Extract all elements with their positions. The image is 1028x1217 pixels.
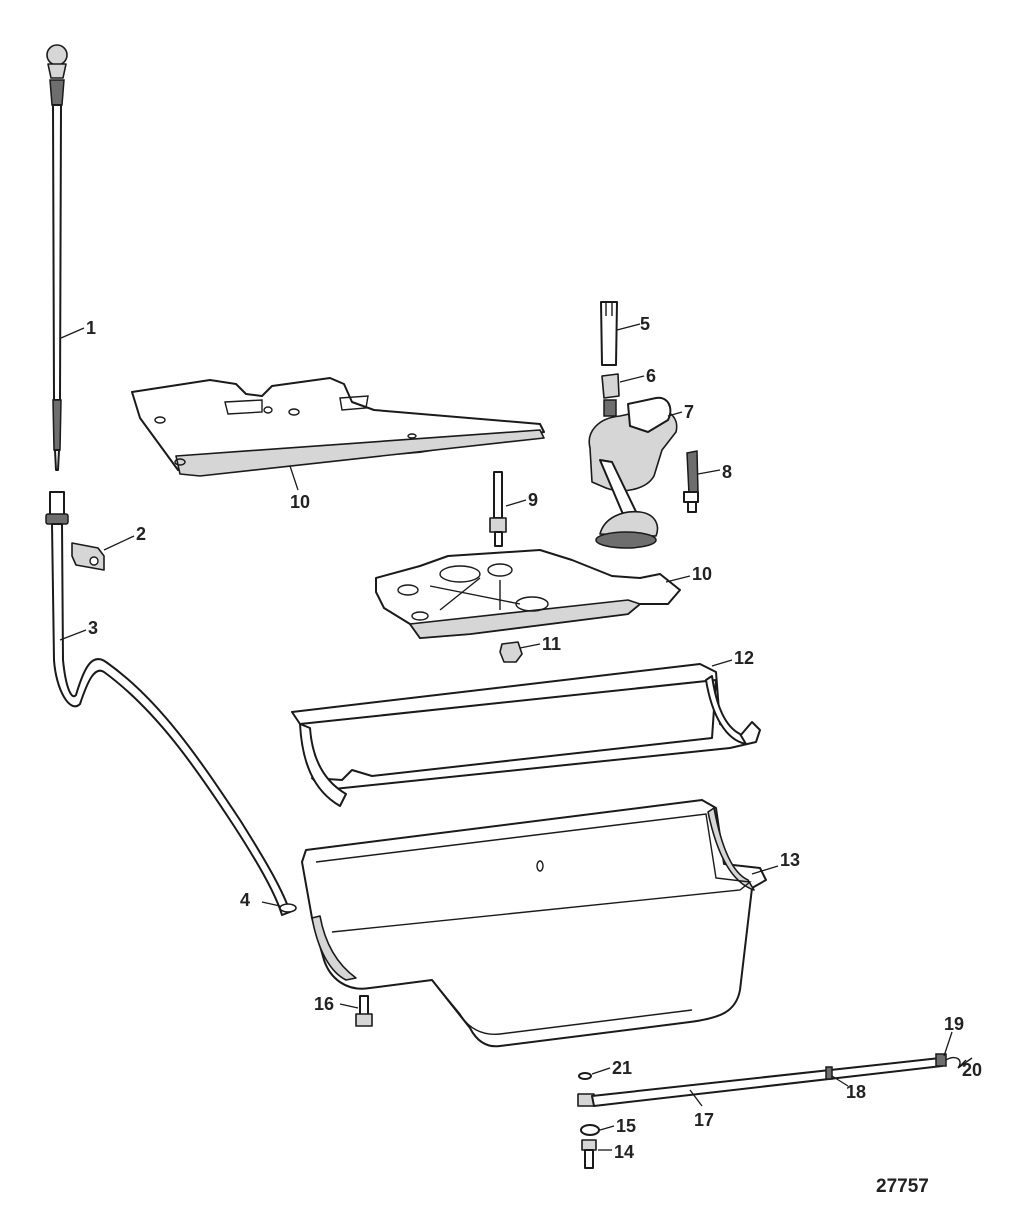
callout-15: 15 xyxy=(616,1116,636,1136)
part-9-bolt xyxy=(489,471,527,547)
callout-16: 16 xyxy=(314,994,334,1014)
part-10-baffle-lower xyxy=(375,549,691,639)
callout-6: 6 xyxy=(646,366,656,386)
callout-14: 14 xyxy=(614,1142,634,1162)
callout-11: 11 xyxy=(542,634,561,654)
part-5-pump-shaft xyxy=(600,301,641,366)
callout-5: 5 xyxy=(640,314,650,334)
callout-8: 8 xyxy=(722,462,732,482)
callout-4: 4 xyxy=(240,890,250,910)
callout-18: 18 xyxy=(846,1082,866,1102)
callout-12: 12 xyxy=(734,648,754,668)
callout-9: 9 xyxy=(528,490,538,510)
part-11-nut xyxy=(499,641,541,663)
part-16-drain-bolt xyxy=(339,995,373,1027)
figure-number: 27757 xyxy=(876,1176,929,1197)
callout-19: 19 xyxy=(944,1014,964,1034)
callout-10-lower: 10 xyxy=(692,564,712,584)
callout-1: 1 xyxy=(86,318,96,338)
part-18-band xyxy=(825,1066,849,1087)
part-1-dipstick xyxy=(46,44,85,471)
part-17-drain-hose xyxy=(577,1057,943,1107)
part-12-gasket xyxy=(291,659,761,807)
callout-20: 20 xyxy=(962,1060,982,1080)
part-13-oil-pan xyxy=(301,799,779,1048)
part-14-bolt xyxy=(581,1139,612,1169)
part-3-dipstick-tube xyxy=(45,491,291,916)
part-19-fitting xyxy=(935,1031,953,1067)
callout-7: 7 xyxy=(684,402,694,422)
part-20-clip xyxy=(945,1056,973,1069)
part-4-o-ring xyxy=(261,901,297,913)
part-21-o-ring xyxy=(578,1067,611,1080)
callout-13: 13 xyxy=(780,850,800,870)
callout-21: 21 xyxy=(612,1058,632,1078)
part-8-stud xyxy=(683,450,721,513)
callout-17: 17 xyxy=(694,1110,714,1130)
callout-3: 3 xyxy=(88,618,98,638)
part-2-clip xyxy=(71,535,135,571)
part-7-oil-pump xyxy=(588,396,683,549)
part-10-windage-tray-upper xyxy=(131,377,545,491)
part-6-sleeve xyxy=(601,373,645,399)
part-15-washer xyxy=(580,1124,615,1136)
callout-10-upper: 10 xyxy=(290,492,310,512)
callout-2: 2 xyxy=(136,524,146,544)
